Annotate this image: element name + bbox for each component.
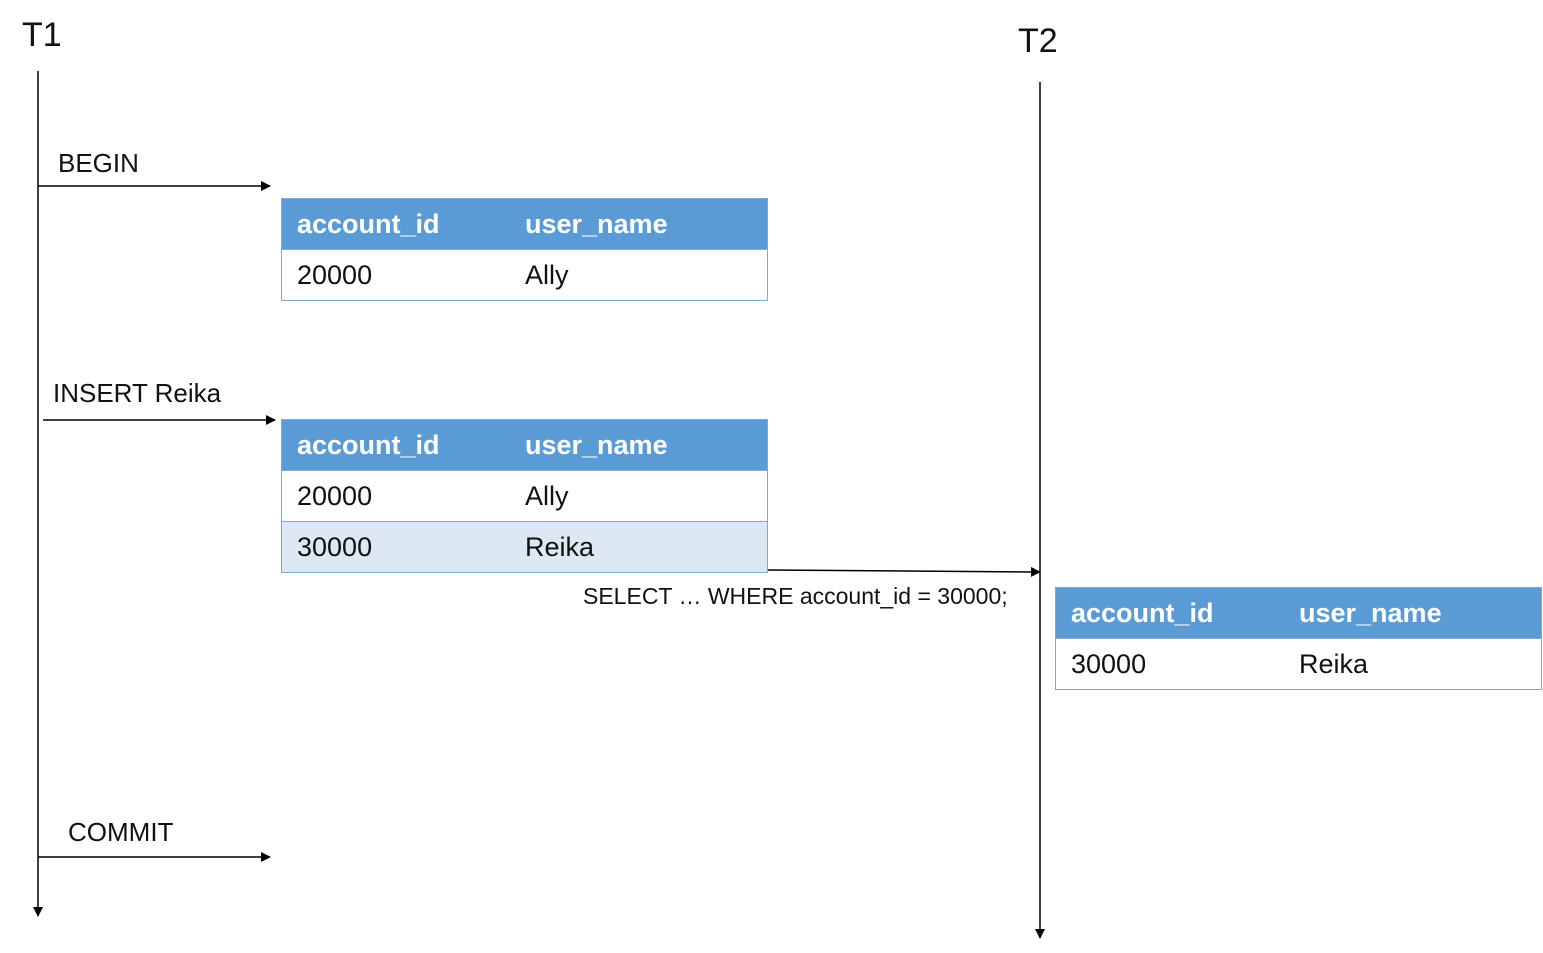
t1-label: T1 — [22, 16, 62, 54]
column-header-user-name: user_name — [525, 429, 668, 460]
cell-account-id: 30000 — [1071, 648, 1147, 679]
table-t2-result: account_id user_name 30000 Reika — [1055, 587, 1542, 690]
table-row: 30000 Reika — [1056, 638, 1541, 689]
column-header-account-id: account_id — [1071, 597, 1214, 628]
table-row: 20000 Ally — [282, 249, 767, 300]
column-header-account-id: account_id — [297, 208, 440, 239]
table-after-begin: account_id user_name 20000 Ally — [281, 198, 768, 301]
column-header-account-id: account_id — [297, 429, 440, 460]
t2-label: T2 — [1018, 22, 1058, 60]
cell-user-name: Reika — [525, 531, 595, 562]
cell-account-id: 20000 — [297, 480, 373, 511]
table-header-row: account_id user_name — [1056, 588, 1541, 638]
select-arrow — [767, 566, 1041, 577]
cell-user-name: Ally — [525, 480, 569, 511]
commit-label: COMMIT — [68, 817, 174, 847]
insert-label: INSERT Reika — [53, 378, 222, 408]
column-header-user-name: user_name — [1299, 597, 1442, 628]
table-row: 20000 Ally — [282, 470, 767, 521]
table-after-insert: account_id user_name 20000 Ally 30000 Re… — [281, 419, 768, 573]
begin-label: BEGIN — [58, 148, 139, 178]
cell-user-name: Reika — [1299, 648, 1369, 679]
cell-account-id: 30000 — [297, 531, 373, 562]
table-header-row: account_id user_name — [282, 420, 767, 470]
column-header-user-name: user_name — [525, 208, 668, 239]
table-row-inserted: 30000 Reika — [282, 521, 767, 572]
cell-account-id: 20000 — [297, 259, 373, 290]
select-query-label: SELECT … WHERE account_id = 30000; — [583, 583, 1008, 609]
table-header-row: account_id user_name — [282, 199, 767, 249]
cell-user-name: Ally — [525, 259, 569, 290]
